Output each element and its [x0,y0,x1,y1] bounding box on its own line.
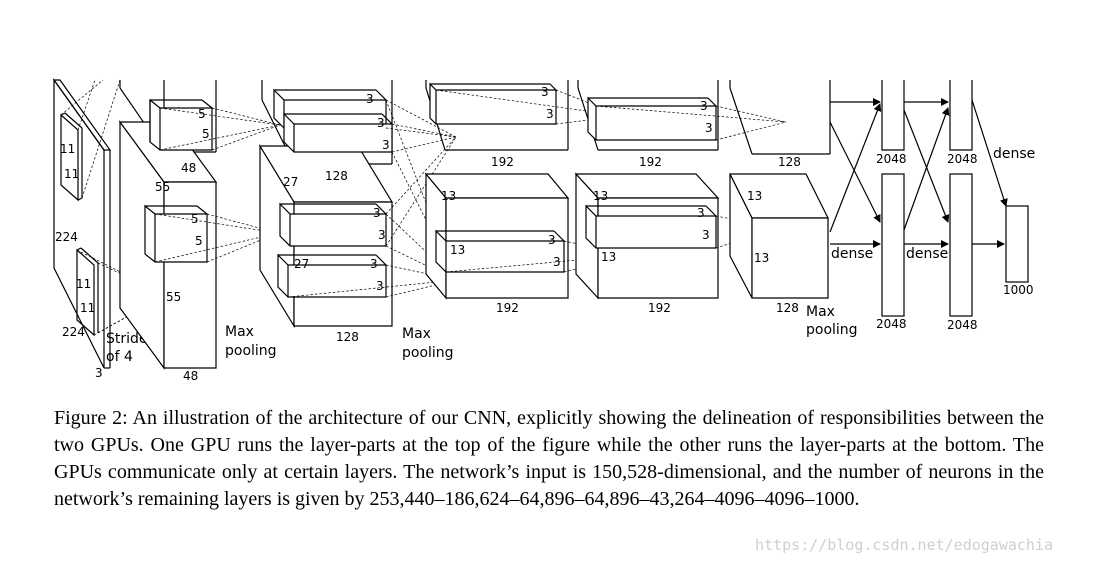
fc6-bottom-units-label: 2048 [876,317,907,331]
stride-label-line1: Stride [106,331,148,347]
conv2-depth-label-top: 128 [325,169,348,183]
conv3-kernel-label-1: 3 [541,85,549,99]
fc-layers [881,80,1029,317]
conv1-volume [118,80,218,370]
conv4-depth-label-top: 192 [639,155,662,169]
conv3-size-label: 13 [441,189,456,203]
pool2-label-line2: pooling [402,345,454,361]
input-kernel-label-c: 11 [76,277,91,291]
pool1-label-line1: Max [225,324,254,340]
input-width-label: 224 [62,325,85,339]
conv5-depth-label-bottom: 128 [776,301,799,315]
input-kernel-label-d: 11 [80,301,95,315]
conv2-size-label: 27 [283,175,298,189]
conv1-depth-label-top: 48 [181,161,196,175]
conv1-kernel-label-top-b: 5 [202,127,210,141]
caption-text: An illustration of the architecture of o… [54,407,1044,510]
conv3-kernel-label-2: 3 [546,107,554,121]
pool3-label-line1: Max [806,304,835,320]
conv1-depth-label-bottom: 48 [183,369,198,383]
input-depth-label: 3 [95,366,103,380]
conv4-size-label: 13 [593,189,608,203]
pool3-label-line2: pooling [806,322,858,338]
fc6-top-units-label: 2048 [876,152,907,166]
conv2-size-label-b: 27 [294,257,309,271]
conv1-kernel-label-bot-a: 5 [191,212,199,226]
conv3-size-label-b: 13 [450,243,465,257]
fc7-top-units-label: 2048 [947,152,978,166]
conv5-depth-label-top: 128 [778,155,801,169]
conv3-volume [424,80,570,300]
fc7-bottom-units-label: 2048 [947,318,978,332]
conv1-kernel-label-bot-b: 5 [195,234,203,248]
input-height-label: 224 [55,230,78,244]
conv3-depth-label-bottom: 192 [496,301,519,315]
conv2-kernel-label-4: 3 [373,206,381,220]
conv2-kernel-label-2: 3 [377,116,385,130]
conv4-depth-label-bottom: 192 [648,301,671,315]
figure-caption: Figure 2: An illustration of the archite… [54,405,1044,513]
dense-label-3: dense [993,146,1035,162]
pool2-label-line1: Max [402,326,431,342]
conv5-size-label-b: 13 [754,251,769,265]
conv3-depth-label-top: 192 [491,155,514,169]
conv4-kernel-label-2: 3 [705,121,713,135]
conv5-size-label: 13 [747,189,762,203]
dense-label-1: dense [831,246,873,262]
conv2-depth-label-bottom: 128 [336,330,359,344]
conv4-kernel-label-1: 3 [700,99,708,113]
input-volume [52,78,112,369]
stride-label-line2: of 4 [106,349,133,365]
conv2-kernel-label-6: 3 [370,257,378,271]
conv4-size-label-b: 13 [601,250,616,264]
conv2-kernel-label-5: 3 [378,228,386,242]
conv1-size-label: 55 [155,180,170,194]
cnn-architecture-diagram: 11 11 11 11 224 224 3 Stride of 4 [52,78,1035,383]
conv4-kernel-label-4: 3 [702,228,710,242]
conv3-kernel-label-3: 3 [548,233,556,247]
output-units-label: 1000 [1003,283,1034,297]
conv3-kernel-label-4: 3 [553,255,561,269]
fc-arrows [829,98,1008,248]
watermark: https://blog.csdn.net/edogawachia [755,536,1054,554]
conv2-kernel-label-1: 3 [366,92,374,106]
dense-label-2: dense [906,246,948,262]
conv2-kernel-label-3: 3 [382,138,390,152]
conv2-volume [258,80,394,329]
conv5-volume [729,80,831,299]
figure-label: Figure 2: [54,407,128,429]
input-kernel-label-b: 11 [64,167,79,181]
conv2-kernel-label-7: 3 [376,279,384,293]
conv4-volume [574,80,720,300]
conv4-kernel-label-3: 3 [697,206,705,220]
conv1-size-label-b: 55 [166,290,181,304]
pool1-label-line2: pooling [225,343,277,359]
input-kernel-label-a: 11 [60,142,75,156]
